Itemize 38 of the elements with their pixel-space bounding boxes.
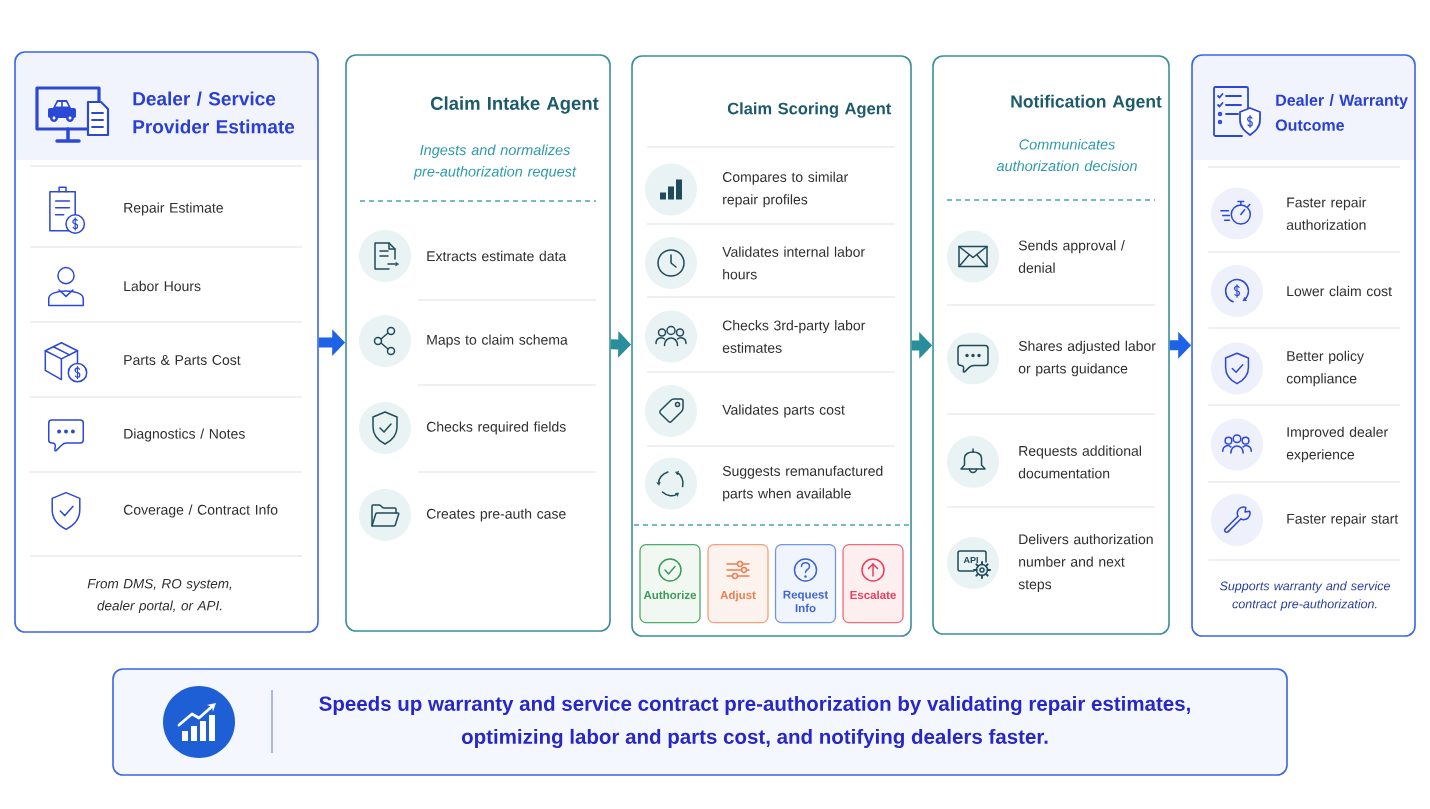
list-item: Improved dealer experience (1286, 426, 1388, 463)
panel-heading: Notification Agent (1011, 94, 1162, 112)
panel-heading: Claim Intake Agent (430, 96, 599, 114)
action-button: Authorize (639, 544, 701, 624)
list-item: Maps to claim schema (427, 334, 568, 348)
panel-subtitle: Ingests and normalizes pre-authorization request (413, 144, 577, 180)
list-item: Sends approval / denial (1018, 240, 1125, 273)
list-item: Checks 3rd-party labor estimates (722, 320, 866, 353)
list-item: Extracts estimate data (427, 250, 567, 262)
panel-subtitle: Communicates authorization decision (996, 138, 1137, 172)
list-item: Suggests remanufactured parts when available (722, 465, 883, 502)
list-item: Repair Estimate (124, 202, 223, 216)
list-item: Better policy compliance (1286, 350, 1364, 387)
list-item: Validates internal labor hours (722, 246, 865, 280)
action-button: Request Info (774, 544, 837, 624)
list-item: Checks required fields (426, 421, 566, 435)
list-item: Shares adjusted labor or parts guidance (1018, 340, 1156, 377)
list-item: Compares to similar repair profiles (722, 171, 848, 208)
panel-heading: Dealer / Service Provider Estimate (133, 91, 295, 134)
list-item: Delivers authorization number and next steps (1018, 533, 1153, 592)
footnote: Supports warranty and service contract pre-authorization. (1219, 581, 1390, 611)
list-item: Faster repair start (1287, 513, 1399, 527)
list-item: Validates parts cost (722, 404, 845, 418)
list-item: Creates pre-auth case (426, 508, 566, 522)
list-item: Labor Hours (124, 280, 201, 292)
list-item: Diagnostics / Notes (124, 428, 245, 442)
summary-banner: Speeds up warranty and service contract pre-authorization by validating repair estimates, optimizing labor and parts cost, and notifying dealers faster. (112, 668, 1288, 776)
list-item: Coverage / Contract Info (123, 504, 278, 518)
list-item: Requests additional documentation (1018, 445, 1141, 479)
panel-heading: Claim Scoring Agent (727, 102, 892, 118)
panel-heading: Dealer / Warranty Outcome (1275, 94, 1408, 131)
list-item: Faster repair authorization (1286, 197, 1367, 230)
list-item: Parts & Parts Cost (124, 355, 241, 365)
action-button: Escalate (842, 544, 904, 624)
footnote: From DMS, RO system, dealer portal, or API. (87, 578, 232, 614)
action-button: Adjust (707, 544, 769, 624)
list-item: Lower claim cost (1287, 285, 1392, 297)
icon-text: API (963, 556, 978, 564)
